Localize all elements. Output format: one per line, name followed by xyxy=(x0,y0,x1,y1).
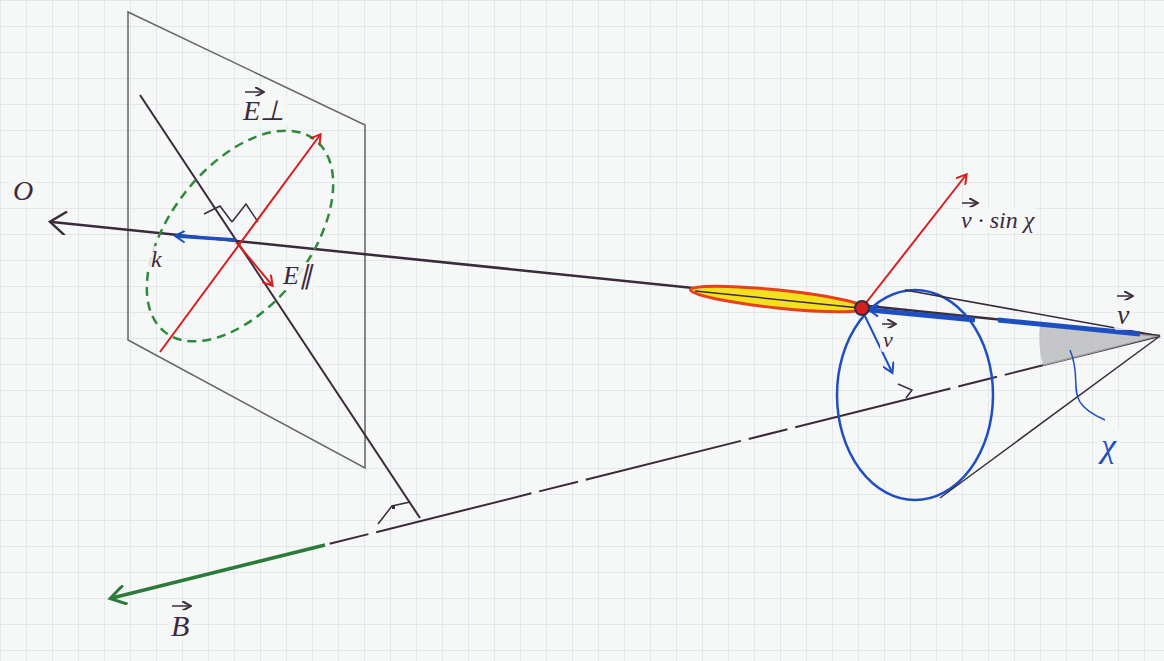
observer-label: O xyxy=(10,176,36,206)
vector-label: k xyxy=(148,246,165,272)
vector-label: E⊥ xyxy=(240,96,287,126)
angle-label: χ xyxy=(1098,428,1119,464)
field-label: B xyxy=(168,610,192,642)
vector-label: v xyxy=(880,328,896,352)
vector-label: E∥ xyxy=(280,262,315,290)
vector-label: v · sin χ xyxy=(958,207,1037,233)
vector-label: v xyxy=(1114,300,1132,330)
